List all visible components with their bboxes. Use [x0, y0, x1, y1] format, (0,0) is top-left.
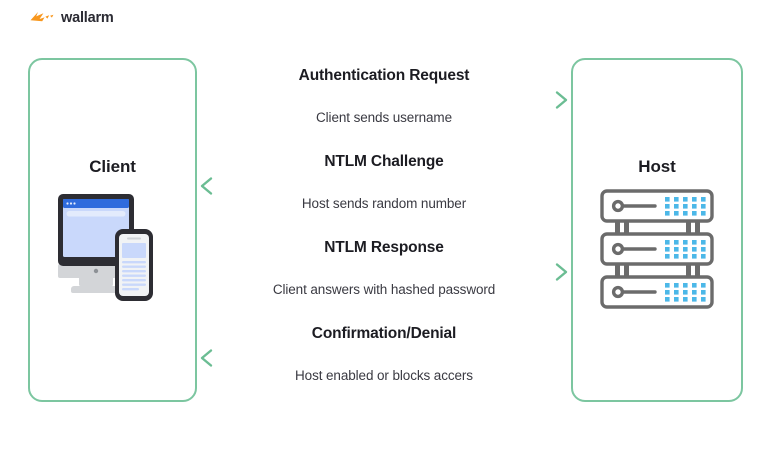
message-title: Authentication Request — [298, 67, 470, 84]
client-label: Client — [89, 157, 136, 176]
client-node: Client — [28, 58, 197, 402]
host-label: Host — [638, 157, 676, 176]
message-title: NTLM Response — [324, 239, 444, 256]
brand-name: wallarm — [61, 9, 114, 26]
message-subtitle: Host enabled or blocks accers — [295, 368, 473, 383]
server-rack-icon — [573, 188, 741, 310]
message-subtitle: Client answers with hashed password — [272, 282, 496, 297]
desktop-and-phone-icon — [30, 192, 195, 304]
brand-logo: wallarm — [30, 8, 114, 28]
arrow-left-icon — [200, 177, 553, 195]
message-row: NTLM Response Client answers with hashed… — [197, 238, 571, 308]
arrow-right-icon — [215, 263, 568, 281]
message-title: Confirmation/Denial — [311, 325, 457, 342]
arrow-left-icon — [200, 349, 553, 367]
message-row: Confirmation/Denial Host enabled or bloc… — [197, 324, 571, 394]
message-row: NTLM Challenge Host sends random number — [197, 152, 571, 222]
message-subtitle: Host sends random number — [301, 196, 467, 211]
message-title: NTLM Challenge — [324, 153, 444, 170]
wallarm-bolt-icon — [30, 12, 54, 22]
message-subtitle: Client sends username — [316, 110, 452, 125]
message-row: Authentication Request Client sends user… — [197, 66, 571, 136]
host-node: Host — [571, 58, 743, 402]
arrow-right-icon — [215, 91, 568, 109]
